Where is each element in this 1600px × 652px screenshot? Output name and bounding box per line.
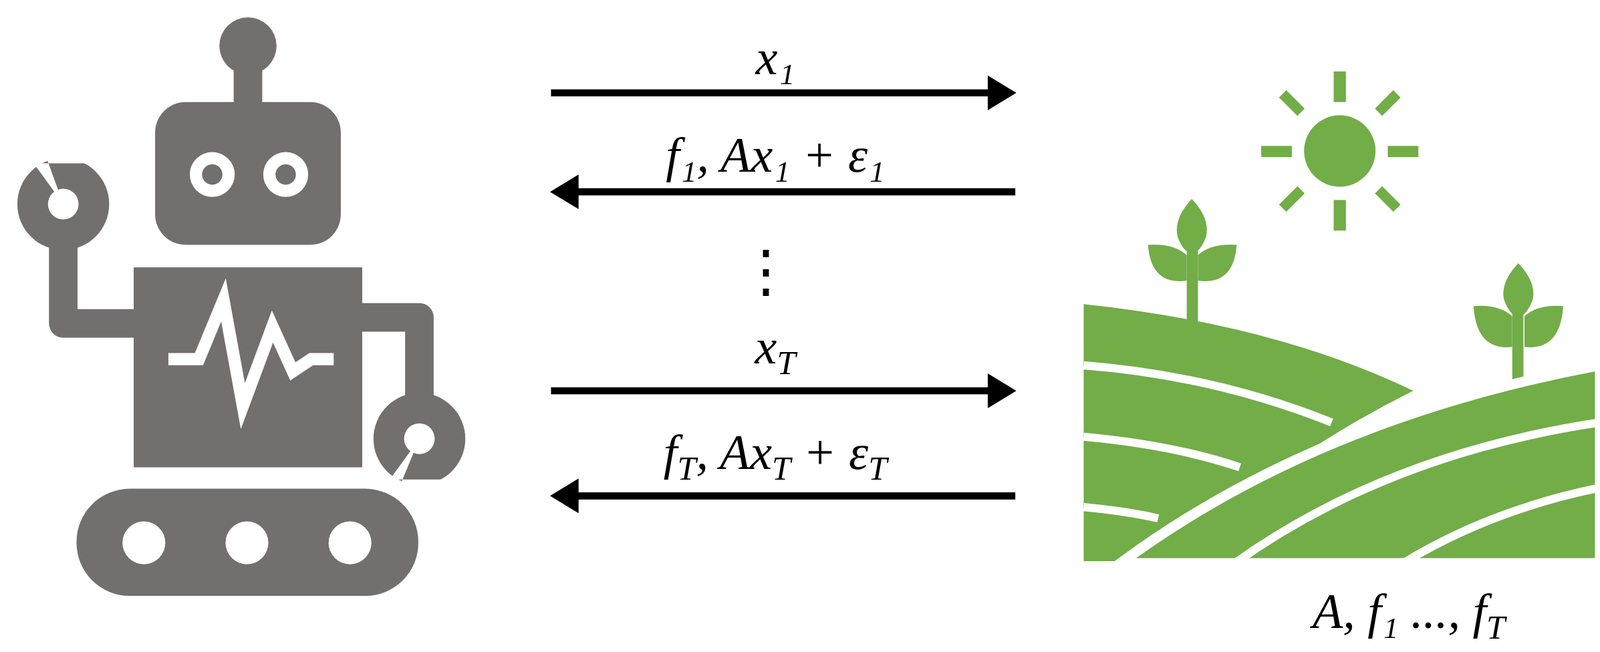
math-label: fT, AxT + εT	[663, 427, 887, 487]
math-text: f₁, Ax₁ + ε₁	[665, 127, 885, 183]
ellipsis-label: ⋮	[737, 240, 795, 301]
math-label: A, f₁ ..., fT	[1312, 586, 1506, 646]
math-text: x	[755, 319, 778, 375]
math-text: , Ax	[695, 425, 772, 480]
subscript: T	[776, 344, 796, 382]
subscript: T	[868, 449, 887, 488]
subscript: T	[771, 449, 791, 488]
subscript: T	[1486, 608, 1506, 647]
subscript: T	[677, 449, 696, 488]
math-text: ⋮	[737, 237, 795, 305]
math-text: f	[663, 425, 678, 480]
message-arrows	[550, 75, 1017, 514]
math-label: xT	[755, 321, 796, 381]
math-text: + ε	[790, 425, 869, 480]
math-text: x₁	[755, 30, 796, 85]
field-illustration	[1083, 71, 1600, 564]
robot-icon	[17, 17, 466, 597]
math-text: A, f₁ ..., f	[1312, 584, 1487, 639]
math-label: x₁	[755, 32, 796, 85]
math-label: f₁, Ax₁ + ε₁	[665, 129, 885, 182]
